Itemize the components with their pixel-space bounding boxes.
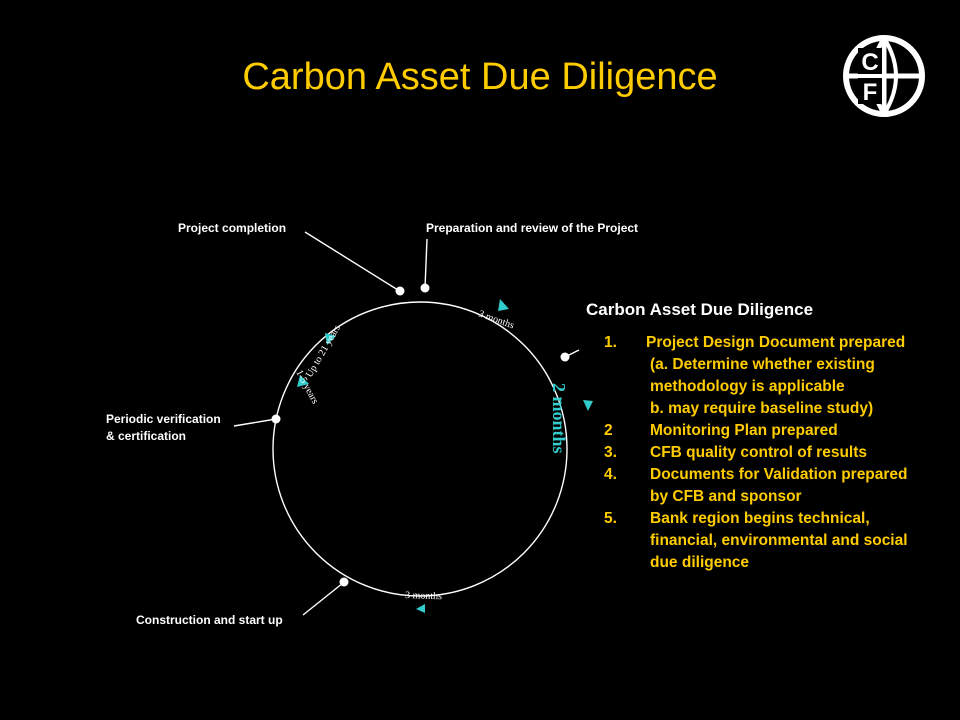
duration-right: 2 months [549, 383, 569, 454]
stage-periodic-verification-line-1: Periodic verification [106, 412, 221, 426]
direction-arrow-top [498, 299, 509, 311]
leader-construction [302, 582, 344, 616]
milestone-dot-verification [271, 414, 281, 424]
cf-logo: C F [840, 32, 928, 120]
step-line: (a. Determine whether existing [650, 356, 875, 373]
step-line: CFB quality control of results [650, 444, 868, 461]
stage-periodic-verification: Periodic verification & certification [106, 411, 221, 445]
step-number: 2 [604, 422, 613, 439]
cycle-circle [272, 301, 568, 597]
step-1: 1. Project Design Document prepared (a. … [604, 332, 960, 398]
stage-preparation: Preparation and review of the Project [426, 221, 639, 235]
step-number: 3. [604, 444, 617, 461]
panel-title: Carbon Asset Due Diligence [586, 300, 814, 319]
step-line: Documents for Validation prepared [650, 466, 908, 483]
step-number: 1. [604, 334, 617, 351]
step-number: 4. [604, 466, 617, 483]
milestone-dot-preparation [420, 283, 430, 293]
step-line: by CFB and sponsor [650, 488, 802, 505]
step-line: due diligence [650, 554, 750, 571]
leader-project-completion [304, 231, 399, 291]
stage-construction: Construction and start up [136, 613, 283, 627]
step-3: 3. CFB quality control of results [604, 442, 960, 464]
due-diligence-panel: Carbon Asset Due Diligence 1. Project De… [586, 300, 956, 574]
step-line: Monitoring Plan prepared [650, 422, 838, 439]
stage-project-completion: Project completion [178, 221, 287, 235]
step-line: Project Design Document prepared [646, 334, 906, 351]
step-5: 5. Bank region begins technical, financi… [604, 508, 960, 574]
direction-arrow-left-lower [297, 375, 309, 387]
leader-preparation [424, 238, 428, 289]
milestone-dot-pdd [560, 352, 570, 362]
direction-arrow-bottom [416, 604, 425, 613]
step-line: methodology is applicable [650, 378, 845, 395]
logo-letter-f: F [863, 79, 878, 106]
step-2: 2 Monitoring Plan prepared [604, 420, 960, 442]
step-1b: b. may require baseline study) [650, 398, 960, 420]
leader-verification [233, 418, 277, 427]
duration-top: 3 months [477, 308, 516, 331]
globe-cf-logo-icon: C F [843, 35, 925, 117]
step-number: 5. [604, 510, 617, 527]
step-line: Bank region begins technical, [650, 510, 870, 527]
duration-bottom: 3 months [405, 590, 442, 602]
stage-periodic-verification-line-2: & certification [106, 429, 187, 443]
logo-letter-c: C [861, 49, 878, 76]
direction-arrow-right [583, 400, 593, 411]
step-4: 4. Documents for Validation prepared by … [604, 464, 960, 508]
page-title: Carbon Asset Due Diligence [242, 56, 718, 98]
direction-arrow-left-upper [325, 333, 336, 345]
step-line: b. may require baseline study) [650, 400, 874, 417]
milestone-dot-completion [395, 286, 405, 296]
step-line: financial, environmental and social [650, 532, 908, 549]
milestone-dot-construction [339, 577, 349, 587]
